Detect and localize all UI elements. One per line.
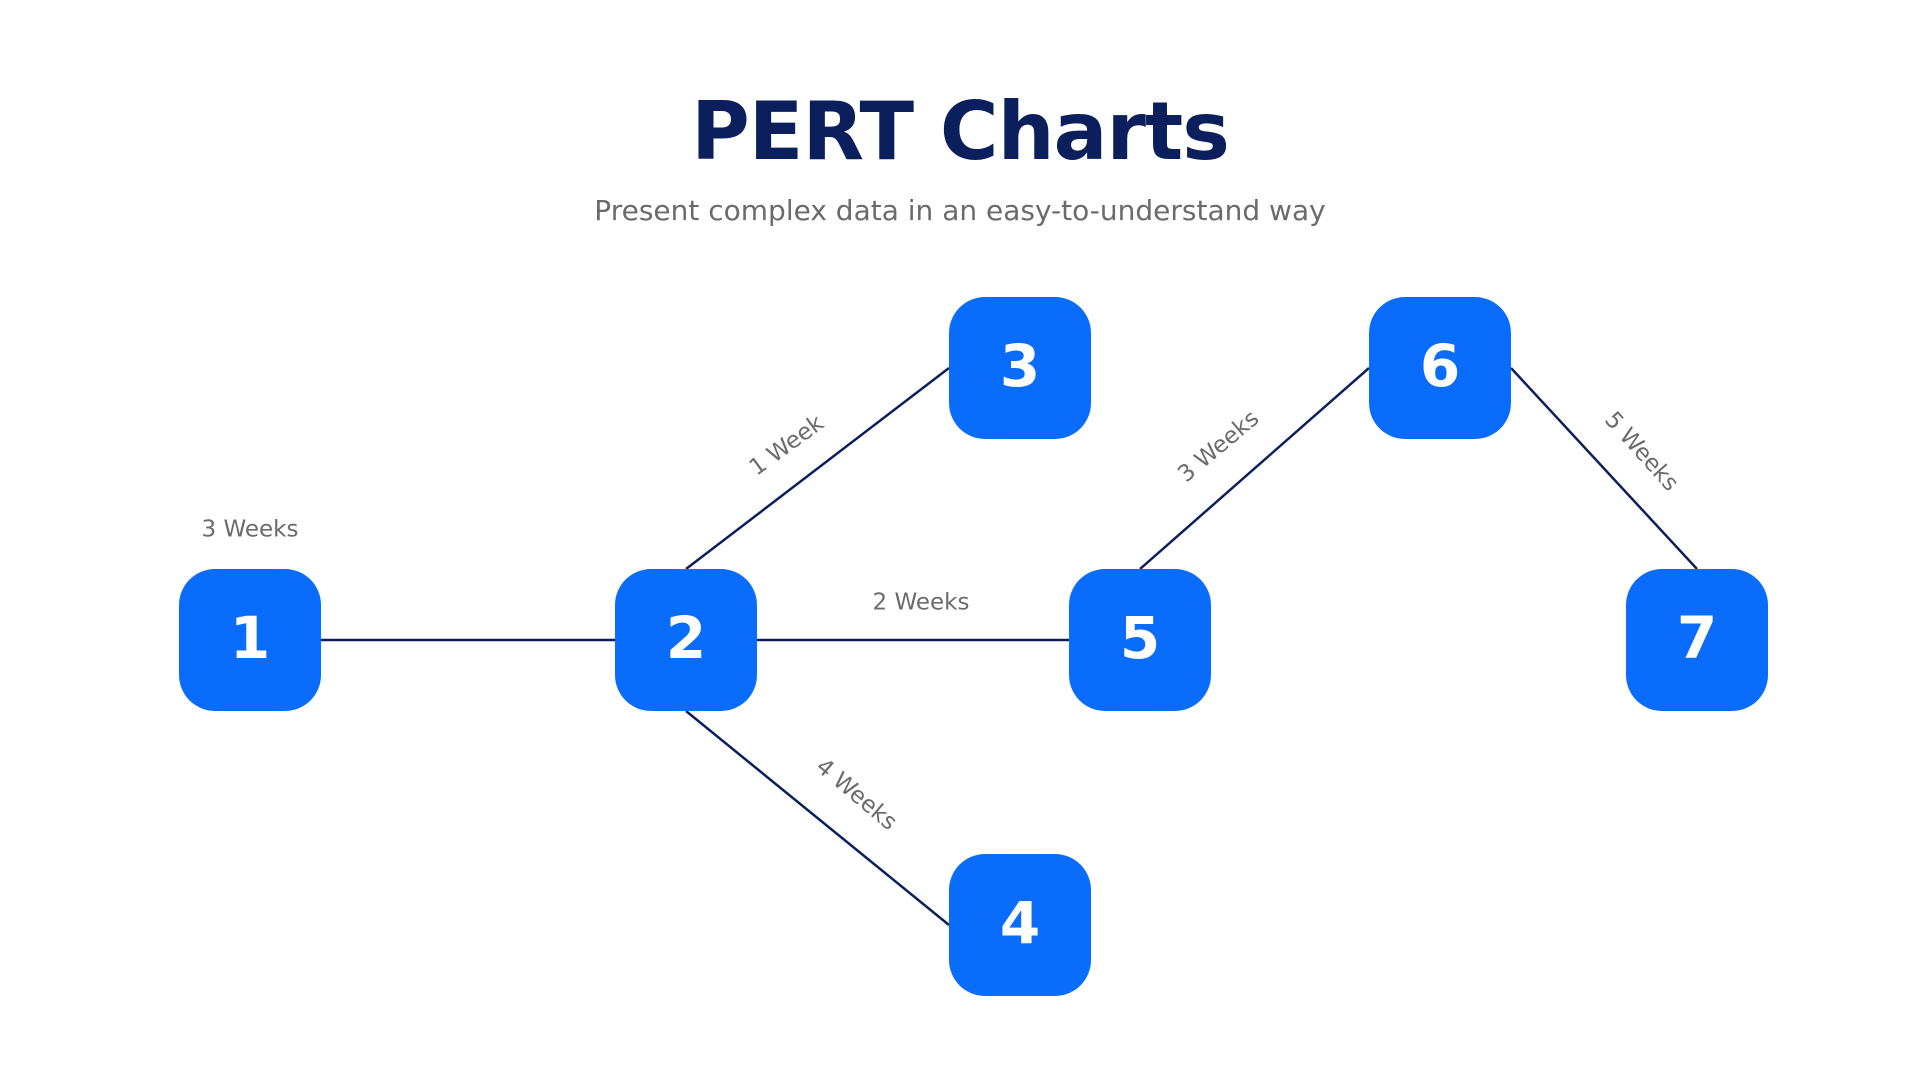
node-2: 2 (615, 569, 757, 711)
node-label-4: 4 (1000, 889, 1040, 957)
node-box-6 (1369, 297, 1511, 439)
node-3: 3 (949, 297, 1091, 439)
page-title: PERT Charts (691, 85, 1230, 178)
node-box-4 (949, 854, 1091, 996)
node-box-7 (1626, 569, 1768, 711)
node-box-3 (949, 297, 1091, 439)
edges-layer (321, 367, 1698, 926)
page-subtitle: Present complex data in an easy-to-under… (594, 194, 1326, 227)
edge-label-6-7: 5 Weeks (1599, 407, 1683, 496)
node-7: 7 (1626, 569, 1768, 711)
node-label-7: 7 (1677, 604, 1717, 672)
node-box-2 (615, 569, 757, 711)
node-4: 4 (949, 854, 1091, 996)
edge-label-5-6: 3 Weeks (1173, 405, 1264, 487)
node-box-5 (1069, 569, 1211, 711)
node-label-5: 5 (1120, 604, 1160, 672)
nodes-layer: 1 2 3 4 5 6 7 (179, 297, 1768, 996)
node-label-6: 6 (1420, 332, 1460, 400)
node-1: 1 (179, 569, 321, 711)
edge-label-2-5: 2 Weeks (873, 590, 970, 616)
node-box-1 (179, 569, 321, 711)
edge-5-6 (1139, 367, 1370, 570)
node-6: 6 (1369, 297, 1511, 439)
node-label-2: 2 (666, 604, 706, 672)
node-label-1: 1 (230, 604, 270, 672)
edge-2-4 (685, 710, 950, 926)
edge-2-3 (685, 367, 950, 570)
node-label-3: 3 (1000, 332, 1040, 400)
node-5: 5 (1069, 569, 1211, 711)
edge-label-1-2: 3 Weeks (202, 517, 299, 543)
edge-6-7 (1510, 367, 1698, 570)
